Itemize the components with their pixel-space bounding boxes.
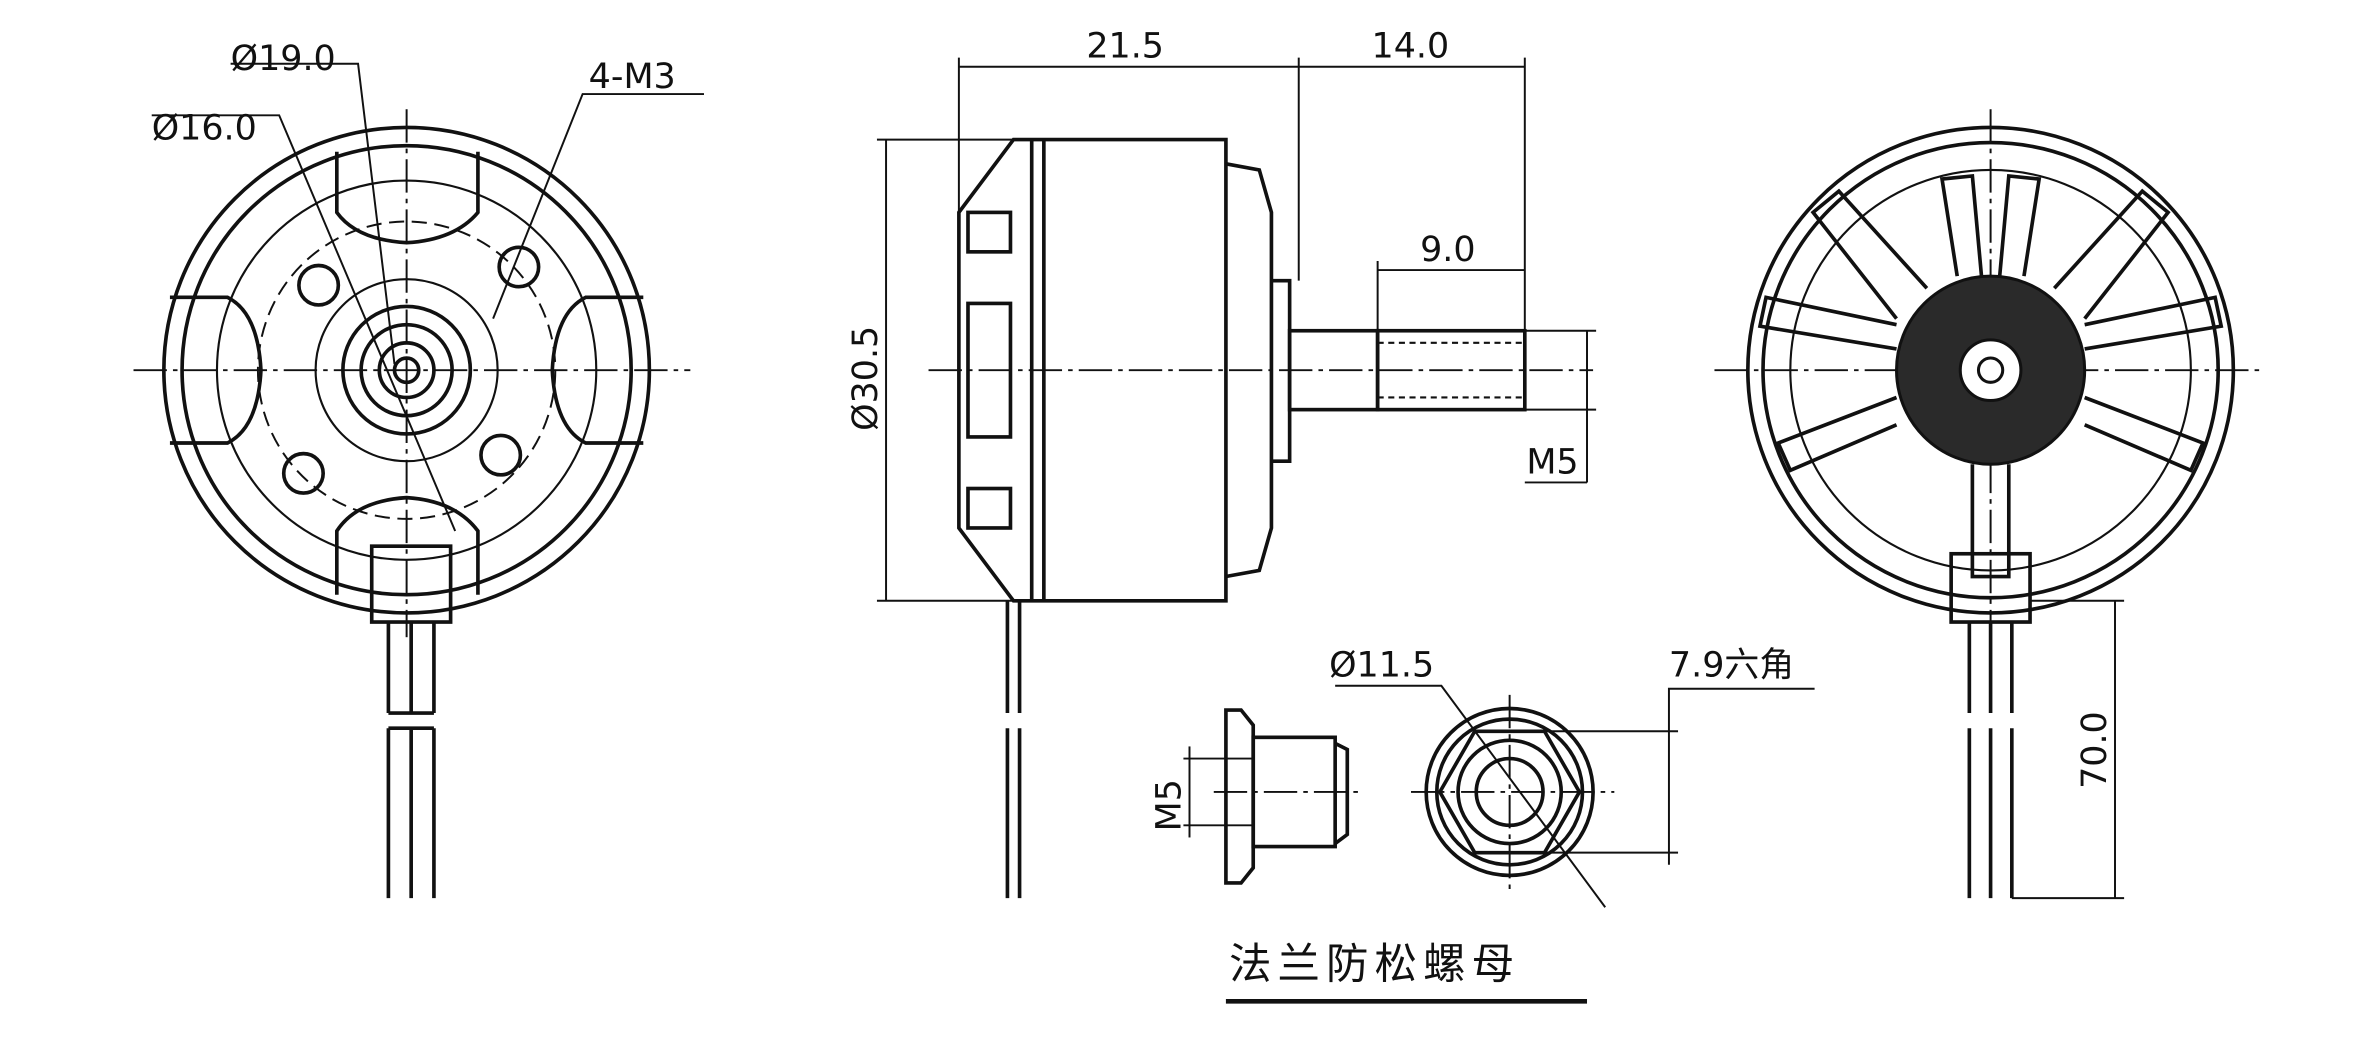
dim-shaft-thread: M5 bbox=[1526, 442, 1578, 482]
rear-view: 70.0 bbox=[1714, 109, 2261, 900]
dim-nut-thread: M5 bbox=[1149, 779, 1189, 831]
dim-diameter: Ø30.5 bbox=[846, 326, 886, 431]
dim-flange-diameter: Ø11.5 bbox=[1329, 646, 1434, 686]
side-view: 21.5 14.0 9.0 Ø30.5 M5 bbox=[846, 27, 1597, 899]
flange-nut: M5 Ø11.5 7.9六角 法兰防松螺母 bbox=[1149, 646, 1815, 1004]
front-view: Ø19.0 Ø16.0 4-M3 bbox=[133, 39, 704, 899]
dim-shaft-length: 14.0 bbox=[1372, 27, 1450, 67]
dim-holes: 4-M3 bbox=[589, 57, 676, 97]
dim-outer-pcd: Ø19.0 bbox=[231, 39, 336, 79]
dim-inner-pcd: Ø16.0 bbox=[152, 109, 257, 149]
dim-hex: 7.9六角 bbox=[1669, 646, 1794, 686]
dim-wire-length: 70.0 bbox=[2075, 711, 2115, 789]
dim-thread-length: 9.0 bbox=[1420, 230, 1475, 270]
nut-title: 法兰防松螺母 bbox=[1229, 941, 1520, 990]
dim-body-length: 21.5 bbox=[1086, 27, 1164, 67]
